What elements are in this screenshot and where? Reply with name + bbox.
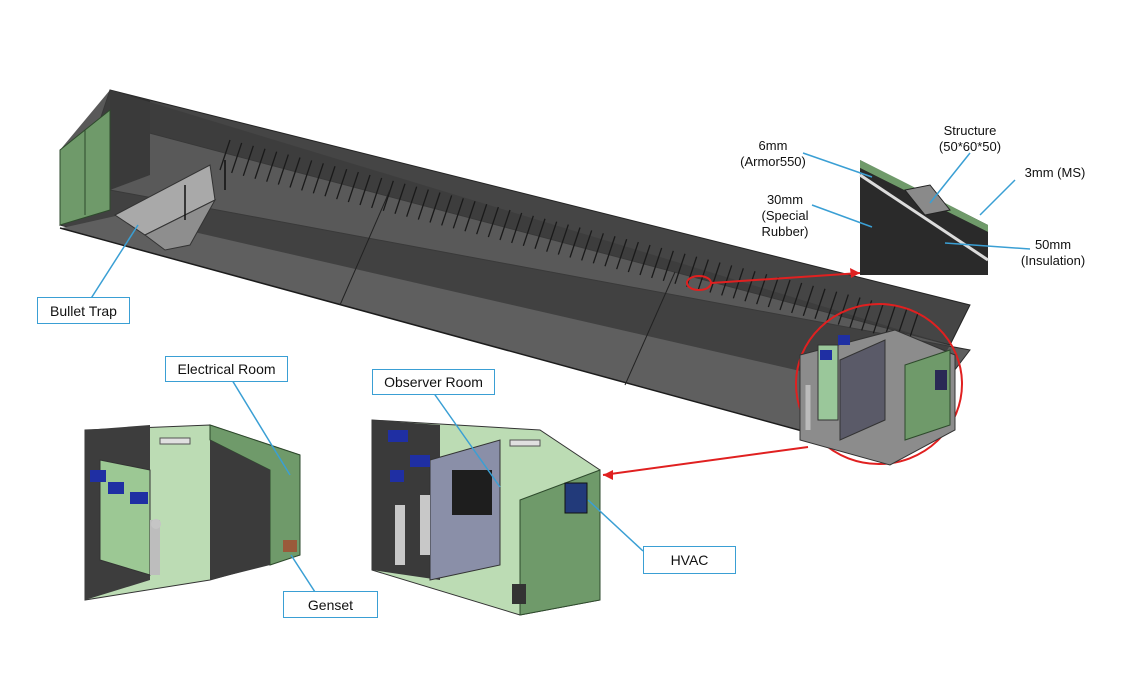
baffle-slat — [487, 206, 499, 238]
baffle-slat — [359, 174, 371, 206]
baffle-slat — [616, 238, 628, 270]
baffle-slat — [441, 195, 453, 226]
callout-lines — [89, 152, 1031, 593]
baffle-slat — [814, 288, 826, 319]
baffle-slat — [779, 279, 791, 311]
ms-layer-callout: 3mm (MS) — [1024, 165, 1086, 180]
baffle-slat — [534, 218, 546, 249]
baffle-slat — [219, 139, 231, 171]
baffle-slat — [289, 157, 301, 188]
baffle-slat — [324, 166, 336, 197]
baffle-slat — [301, 160, 313, 191]
baffle-slat — [242, 145, 254, 177]
baffle-slat — [884, 306, 896, 337]
baffle-slat — [429, 192, 441, 223]
baffle-slat — [347, 171, 359, 203]
baffle-slat — [732, 268, 744, 299]
baffle-slat — [336, 168, 348, 200]
observer-room-label: Observer Room — [372, 369, 495, 395]
electrical-room-model — [84, 424, 301, 601]
baffle-slat — [651, 247, 663, 279]
arrowheads — [603, 268, 860, 480]
highlight-marks — [602, 272, 963, 476]
baffle-slat — [511, 212, 523, 244]
baffle-slat — [371, 177, 383, 209]
rubber-layer-callout: 30mm (Special Rubber) — [761, 192, 809, 239]
baffle-slat — [592, 233, 604, 264]
baffle-slat — [231, 142, 243, 174]
baffle-slat — [452, 198, 464, 229]
hvac-label: HVAC — [643, 546, 736, 574]
baffle-slat — [266, 151, 278, 182]
layer-detail-inset — [859, 160, 989, 275]
baffle-slat — [849, 297, 861, 328]
bullet-trap-label: Bullet Trap — [37, 297, 130, 324]
floor-segments — [339, 189, 676, 386]
baffle-slat — [721, 265, 733, 296]
baffle-slat — [581, 230, 593, 261]
genset-label: Genset — [283, 591, 378, 618]
baffle-slat — [394, 183, 406, 214]
baffle-slat — [604, 236, 616, 267]
baffle-slat — [277, 154, 289, 185]
baffle-slat — [254, 148, 266, 179]
electrical-room-label: Electrical Room — [165, 356, 288, 382]
baffle-slat — [546, 221, 558, 252]
baffle-slat — [791, 282, 803, 314]
baffle-slat — [686, 256, 698, 287]
baffle-slat — [639, 244, 651, 276]
baffle-slat — [382, 180, 394, 212]
baffle-slat — [709, 262, 721, 293]
insulation-layer-callout: 50mm (Insulation) — [1020, 237, 1086, 268]
baffle-slat — [522, 215, 534, 247]
baffle-slat — [476, 203, 488, 235]
baffle-slat — [569, 227, 581, 258]
baffle-slat — [872, 303, 884, 334]
armor-layer-callout: 6mm (Armor550) — [740, 138, 806, 169]
baffle-slat — [697, 259, 709, 290]
range-container — [58, 89, 971, 456]
baffle-slat — [464, 201, 476, 232]
baffle-slat — [744, 271, 756, 302]
bullet-trap-model — [114, 160, 226, 251]
baffle-slat — [557, 224, 569, 255]
baffle-slats — [219, 139, 919, 343]
baffle-slat — [417, 189, 429, 220]
end-room-model — [799, 329, 956, 466]
baffle-slat — [674, 253, 686, 284]
baffle-slat — [312, 163, 324, 194]
baffle-slat — [837, 294, 849, 325]
baffle-slat — [826, 291, 838, 322]
structure-layer-callout: Structure (50*60*50) — [938, 123, 1002, 154]
baffle-slat — [802, 285, 814, 317]
baffle-slat — [767, 276, 779, 308]
baffle-slat — [406, 186, 418, 217]
observer-room-model — [371, 419, 601, 616]
baffle-slat — [662, 250, 674, 282]
baffle-slat — [499, 209, 511, 241]
baffle-slat — [627, 241, 639, 273]
